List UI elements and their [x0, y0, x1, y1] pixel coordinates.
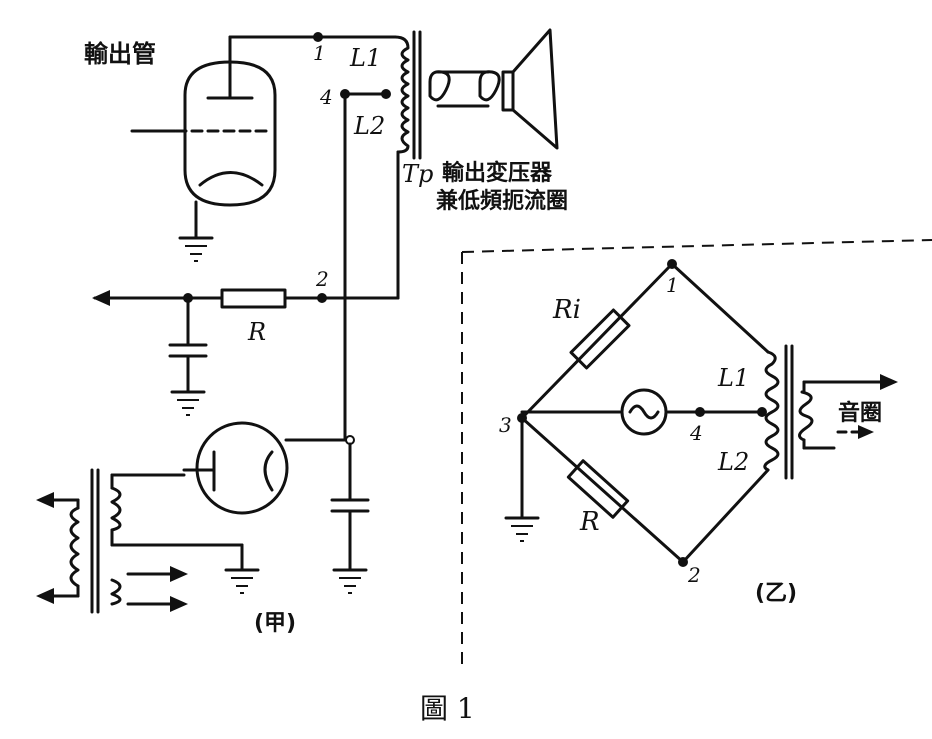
arrow-right-icon — [170, 566, 188, 582]
bridge-transformer — [763, 344, 814, 480]
node-4b-dot — [695, 407, 705, 417]
arrow-right-icon — [880, 374, 898, 390]
transformer-label-line1: 輸出変压器 — [442, 160, 553, 186]
bridge-resistor-label: R — [579, 507, 600, 537]
arrow-right-icon — [858, 425, 874, 439]
node-2b-dot — [678, 557, 688, 567]
node-4-label: 4 — [319, 85, 333, 109]
node-1b-dot — [667, 259, 677, 269]
resistor-label: R — [247, 318, 266, 346]
resistor-r — [220, 288, 287, 309]
circuit-a-label: (甲) — [254, 611, 296, 636]
node-1-label: 1 — [313, 41, 326, 65]
ground-icon — [504, 516, 540, 542]
node-2-dot — [317, 293, 327, 303]
speaker-coil-icon — [428, 70, 501, 108]
circuit-a: 輸出管 輸出変压器 兼低頻扼流圈 Tp R L1 L2 1 2 4 (甲) — [36, 28, 568, 636]
bridge-node-3-label: 3 — [499, 413, 512, 437]
output-tube-label: 輸出管 — [84, 40, 156, 68]
loudspeaker-icon — [501, 28, 559, 150]
resistor-r-bridge — [566, 459, 630, 519]
circuit-b-label: (乙) — [755, 581, 797, 606]
ac-source-icon — [620, 388, 668, 436]
figure-caption: 圖 1 — [420, 692, 475, 725]
output-transformer — [393, 30, 422, 160]
bridge-node-1-label: 1 — [666, 273, 679, 297]
bridge-winding-2-label: L2 — [717, 448, 749, 476]
arrow-left-icon — [36, 588, 54, 604]
transformer-symbol: Tp — [402, 160, 433, 188]
voice-coil-label: 音圈 — [838, 400, 882, 426]
circuit-b: Ri R L1 L2 音圈 1 2 3 4 (乙) — [461, 239, 932, 665]
bridge-node-4-label: 4 — [689, 421, 703, 445]
arrow-left-icon — [92, 290, 110, 306]
output-tube-icon — [130, 35, 277, 240]
input-transformer — [69, 468, 122, 614]
node-2-label: 2 — [315, 267, 329, 291]
ground-icon — [178, 236, 214, 262]
transformer-label-line2: 兼低頻扼流圈 — [436, 188, 568, 214]
rectifier-tube-icon — [182, 421, 355, 515]
node-1-dot — [313, 32, 323, 42]
winding-1-label: L1 — [349, 44, 381, 72]
ground-icon — [224, 568, 260, 594]
winding-2-label: L2 — [353, 112, 385, 140]
source-resistor-label: Ri — [552, 295, 581, 325]
bridge-node-2-label: 2 — [687, 563, 701, 587]
arrow-right-icon — [170, 596, 188, 612]
arrow-left-icon — [36, 492, 54, 508]
ground-icon — [170, 390, 206, 416]
source-resistor-ri — [569, 308, 631, 370]
bridge-winding-1-label: L1 — [717, 364, 749, 392]
ground-icon — [332, 568, 368, 594]
